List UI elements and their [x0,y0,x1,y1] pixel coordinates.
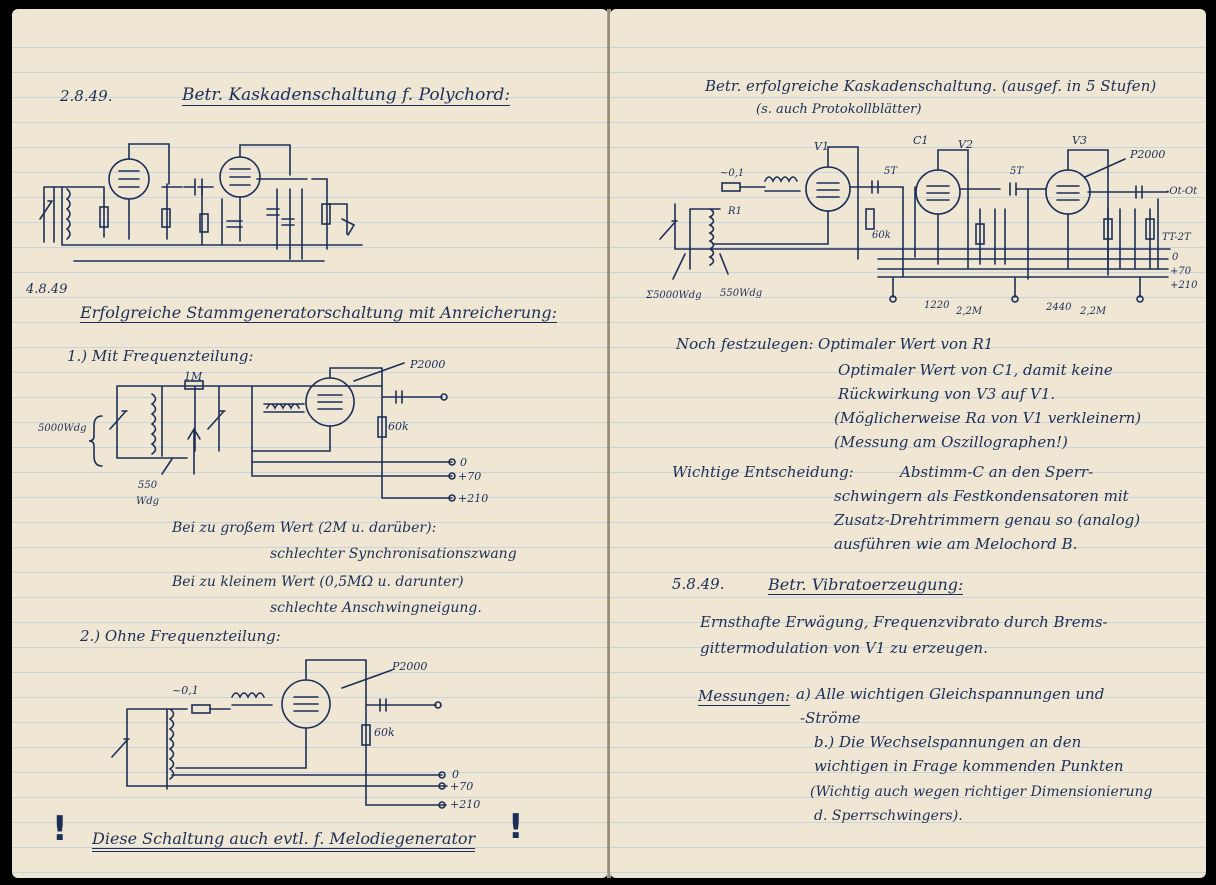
entry-date: 4.8.49 [26,282,68,297]
entry-title: Betr. Kaskadenschaltung f. Polychord: [182,85,511,106]
entry-title: Erfolgreiche Stammgeneratorschaltung mit… [80,303,557,323]
note-label: Wichtige Entscheidung: [672,463,854,481]
diagram-label: 5T [884,166,898,177]
diagram-label: 5T [1010,166,1024,177]
note-text: Ernsthafte Erwägung, Frequenzvibrato dur… [700,613,1108,631]
diagram-label: Σ5000Wdg [646,290,702,301]
diagram-label: 2,2M [956,306,983,317]
entry-title: Betr. Vibratoerzeugung: [768,575,964,595]
section-heading: 1.) Mit Frequenzteilung: [67,347,254,365]
note-text: schwingern als Festkondensatoren mit [834,487,1129,505]
diagram-label: 550Wdg [720,288,763,299]
diagram-label: C1 [913,134,929,147]
note-text: b.) Die Wechselspannungen an den [814,733,1082,751]
note-label: Noch festzulegen: [676,335,814,353]
diagram-label: 0 [452,768,459,781]
diagram-label: P2000 [410,358,446,371]
note-text: a) Alle wichtigen Gleichspannungen und [796,685,1105,703]
diagram-label: -Ot-Ot [1166,186,1198,197]
diagram-label: V2 [958,138,973,151]
diagram-label: TT-2T [1162,232,1191,243]
note-text: ausführen wie am Melochord B. [834,535,1078,553]
diagram-label: 0 [1172,252,1179,263]
section-heading: 2.) Ohne Frequenzteilung: [80,627,281,645]
diagram-label: Wdg [136,496,160,507]
diagram-label: V1 [814,140,829,153]
diagram-label: 0 [460,456,467,469]
note-text: Bei zu großem Wert (2M u. darüber): [172,520,437,536]
entry-date: 5.8.49. [672,575,725,593]
diagram-label: R1 [728,206,742,217]
diagram-label: +210 [458,492,489,505]
diagram-label: P2000 [392,660,428,673]
diagram-label: 1220 [924,300,950,311]
note-text: Bei zu kleinem Wert (0,5MΩ u. darunter) [172,574,464,590]
circuit-sketch-3 [111,659,448,809]
exclamation-mark: ! [52,809,68,849]
diagram-label: +70 [450,780,474,793]
diagram-label: 60k [388,420,409,433]
exclamation-mark: ! [508,807,524,847]
notebook-spine [607,9,611,878]
note-text: gittermodulation von V1 zu erzeugen. [700,639,988,657]
note-text: Optimaler Wert von R1 [818,335,994,353]
diagram-label: 2,2M [1080,306,1107,317]
entry-title: Betr. erfolgreiche Kaskadenschaltung. (a… [705,77,1157,95]
notebook-page-right: Betr. erfolgreiche Kaskadenschaltung. (a… [610,9,1206,878]
diagram-label: +70 [1170,266,1192,277]
notebook-page-left: 2.8.49. Betr. Kaskadenschaltung f. Polyc… [12,9,608,878]
note-label: Messungen: [698,687,791,706]
diagram-label: +70 [458,470,482,483]
diagram-label: 5000Wdg [38,423,87,434]
circuit-diagram-cascade [39,143,456,809]
entry-date: 2.8.49. [60,87,113,105]
bottom-note: Diese Schaltung auch evtl. f. Melodiegen… [92,831,476,852]
circuit-sketch-1 [39,143,363,262]
circuit-sketch-2 [88,362,456,502]
note-text: Rückwirkung von V3 auf V1. [838,385,1056,403]
note-text: wichtigen in Frage kommenden Punkten [814,757,1124,775]
note-text: d. Sperrschwingers). [814,808,963,824]
diagram-label: 2440 [1046,302,1072,313]
diagram-label: 550 [138,480,158,491]
note-text: Optimaler Wert von C1, damit keine [838,361,1113,379]
circuit-diagram-5-stage [659,146,1171,303]
note-text: Zusatz-Drehtrimmern genau so (analog) [834,511,1141,529]
diagram-label: V3 [1072,134,1087,147]
note-text: schlechte Anschwingneigung. [270,600,482,616]
note-text: -Ströme [800,709,861,727]
diagram-label: 60k [872,230,891,241]
diagram-label: ~0,1 [172,684,199,697]
diagram-label: +210 [450,798,481,811]
diagram-label: P2000 [1130,148,1166,161]
note-text: (Möglicherweise Ra von V1 verkleinern) [834,409,1142,427]
note-text: (Messung am Oszillographen!) [834,433,1068,451]
entry-subtitle: (s. auch Protokollblätter) [756,102,922,117]
note-text: Abstimm-C an den Sperr- [900,463,1094,481]
note-text: schlechter Synchronisationszwang [270,546,517,562]
diagram-label: +210 [1170,280,1198,291]
diagram-label: 1M [184,370,203,383]
diagram-label: ~0,1 [720,168,745,179]
note-text: (Wichtig auch wegen richtiger Dimensioni… [810,784,1153,800]
diagram-label: 60k [374,726,395,739]
